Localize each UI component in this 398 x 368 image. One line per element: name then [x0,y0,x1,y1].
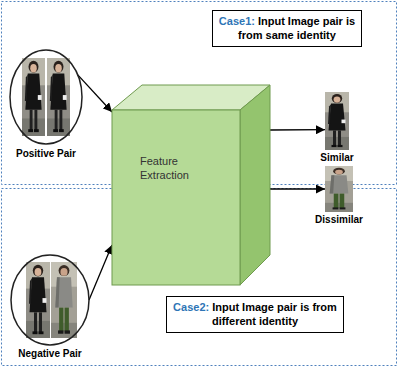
case-label: Case2: [173,301,209,313]
person-image [47,58,70,136]
pair-label: Positive Pair [16,148,76,160]
cube-front [112,110,240,285]
person-image [325,166,353,212]
cube-shape [112,85,270,285]
person-image [325,92,349,150]
person-image [22,58,45,136]
arrow-connector [78,75,112,112]
person-image [26,262,50,338]
output-image: Dissimilar [325,166,353,212]
image-pair-ellipse: Negative Pair [10,254,90,346]
ellipse-outline [10,50,82,144]
arrow-connector [89,245,112,300]
ellipse-outline [10,254,90,346]
result-label: Dissimilar [315,214,363,226]
case-box: Case1:Input Image pair is from same iden… [212,10,362,47]
result-label: Similar [320,152,353,164]
case-box: Case2:Input Image pair is from different… [166,296,344,333]
ellipse-outline [9,49,83,145]
arrow-connector [270,188,325,189]
case-description: Input Image pair is from same identity [238,15,355,41]
cube-label: Feature Extraction [140,155,202,183]
arrow-connector [270,129,325,131]
pair-label: Negative Pair [18,348,81,360]
cube-side [240,85,270,285]
feature-extraction-cube: Feature Extraction [112,85,270,285]
output-image: Similar [325,92,349,150]
case-description: Input Image pair is from different ident… [212,301,337,327]
image-pair-ellipse: Positive Pair [9,49,83,145]
person-image [51,262,77,338]
ellipse-outline [11,255,89,345]
case-label: Case1: [219,15,255,27]
